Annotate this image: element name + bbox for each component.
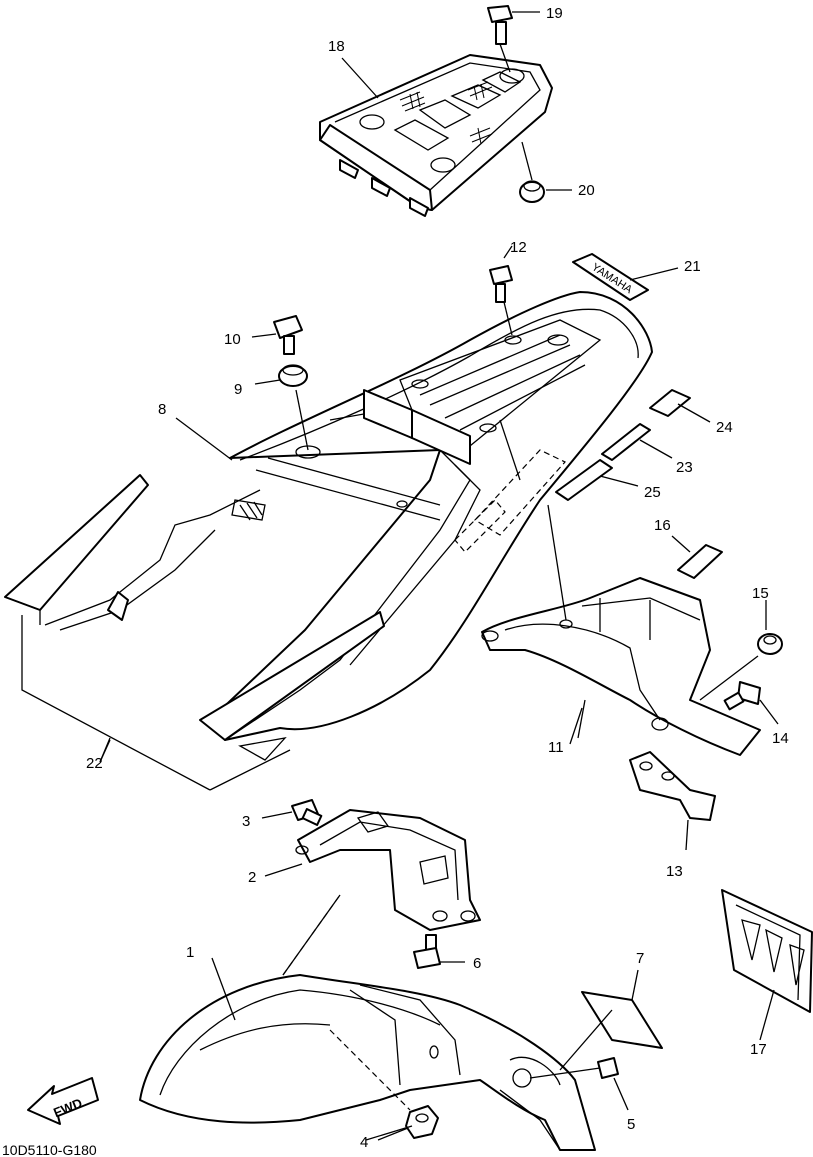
callout-5: 5 <box>627 1116 635 1133</box>
reflector-16-part <box>671 535 723 579</box>
callout-12: 12 <box>510 239 527 256</box>
callout-17: 17 <box>750 1041 767 1058</box>
rear-cowl-part <box>209 291 653 741</box>
bolt-14-part <box>723 681 779 725</box>
callout-6: 6 <box>473 955 481 972</box>
callout-15: 15 <box>752 585 769 602</box>
decal-7-part <box>559 969 663 1071</box>
bolt-6-part <box>413 934 465 969</box>
nut-4-part <box>377 1105 439 1141</box>
callout-10: 10 <box>224 331 241 348</box>
callout-25: 25 <box>644 484 661 501</box>
callout-18: 18 <box>328 38 345 55</box>
bracket-13-part <box>629 751 716 851</box>
callout-21: 21 <box>684 258 701 275</box>
bolt-12-part <box>489 245 513 336</box>
callout-19: 19 <box>546 5 563 22</box>
callout-11: 11 <box>548 739 564 756</box>
drawing-code: 10D5110-G180 <box>2 1142 97 1157</box>
callout-labels: 1 2 3 4 5 6 7 8 9 10 11 12 13 14 15 16 1… <box>86 5 789 1151</box>
nut-15-part <box>699 600 783 701</box>
bolt-10-part <box>251 315 303 355</box>
callout-20: 20 <box>578 182 595 199</box>
front-fender-1-part <box>139 894 596 1151</box>
fender-stay-2-part <box>264 809 481 931</box>
guard-plate-17-part <box>721 889 813 1041</box>
bolt-19-part <box>487 5 540 73</box>
callout-9: 9 <box>234 381 242 398</box>
callout-23: 23 <box>676 459 693 476</box>
rear-fender-11-part <box>481 504 761 756</box>
grommet-5-part <box>529 1057 629 1111</box>
callout-2: 2 <box>248 869 256 886</box>
callout-13: 13 <box>666 863 683 880</box>
callout-7: 7 <box>636 950 644 967</box>
side-covers-22-part <box>4 474 385 791</box>
callout-22: 22 <box>86 755 103 772</box>
callout-16: 16 <box>654 517 671 534</box>
callout-1: 1 <box>186 944 194 961</box>
callout-8: 8 <box>158 401 166 418</box>
callout-4: 4 <box>360 1134 368 1151</box>
rear-carrier-part <box>319 54 553 217</box>
callout-14: 14 <box>772 730 789 747</box>
grommet-20-part <box>519 141 572 203</box>
callout-3: 3 <box>242 813 250 830</box>
bolt-3-part <box>261 799 323 826</box>
callout-24: 24 <box>716 419 733 436</box>
grommet-9-part <box>254 364 309 451</box>
fwd-arrow-icon: FWD <box>27 1077 99 1125</box>
stickers-23-24-25 <box>555 389 711 501</box>
